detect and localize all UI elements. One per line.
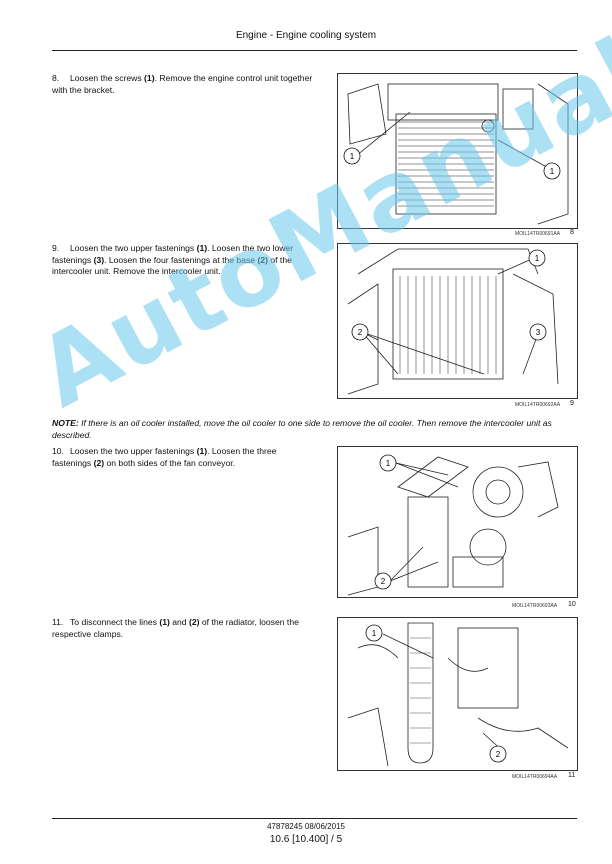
page-header-title: Engine - Engine cooling system	[235, 30, 377, 41]
figure-code: MOIL14TR00694AA	[512, 774, 558, 780]
step-number: 10.	[52, 446, 64, 456]
header-rule	[52, 50, 577, 51]
figure-10: 1 2	[337, 446, 578, 598]
step-text: Loosen the two upper fastenings	[70, 446, 197, 456]
step-9: 9. Loosen the two upper fastenings (1). L…	[52, 243, 314, 278]
figure-11: 1 2	[337, 617, 578, 771]
callout-2: 2	[496, 750, 501, 759]
callout-3: 3	[536, 328, 541, 337]
step-text: . Loosen the four fastenings at the base	[104, 254, 258, 265]
callout-2: 2	[381, 577, 386, 586]
step-ref: (1)	[159, 617, 170, 627]
figure-11-illustration: 1 2	[347, 622, 569, 767]
step-ref: (2)	[257, 254, 268, 265]
step-ref: (1)	[196, 243, 208, 253]
step-text: Loosen the two upper fastenings	[70, 243, 197, 253]
step-ref: (3)	[93, 254, 105, 265]
footer-page-number: 10.6 [10.400] / 5	[269, 834, 343, 845]
figure-number: 11	[568, 772, 576, 779]
footer-rule	[52, 818, 577, 819]
step-ref: (1)	[144, 73, 155, 83]
step-number: 8.	[52, 73, 60, 83]
figure-code: MOIL14TR00692AA	[515, 402, 561, 408]
callout-1: 1	[550, 167, 555, 176]
step-text: on both sides of the fan conveyor.	[104, 457, 235, 468]
step-text: . Loosen the three fastenings	[52, 446, 277, 468]
step-ref: (2)	[188, 617, 200, 627]
figure-8: 1 1	[337, 73, 578, 229]
callout-1: 1	[386, 459, 391, 468]
step-10: 10. Loosen the two upper fastenings (1). …	[52, 446, 314, 469]
step-text: of the radiator, loosen the respective c…	[52, 617, 299, 639]
callout-1: 1	[372, 629, 377, 638]
figure-code: MOIL14TR00691AA	[515, 231, 561, 237]
step-ref: (1)	[196, 446, 208, 456]
step-ref: (2)	[93, 457, 105, 468]
step-8: 8. Loosen the screws (1). Remove the engi…	[52, 73, 314, 96]
note-body: If there is an oil cooler installed, mov…	[52, 418, 552, 440]
step-text: and	[169, 617, 189, 627]
note-text: NOTE: If there is an oil cooler installe…	[52, 418, 577, 441]
figure-number: 8	[570, 229, 574, 236]
figure-9-illustration: 1 2 3	[347, 248, 559, 395]
callout-1: 1	[535, 254, 540, 263]
step-11: 11. To disconnect the lines (1) and (2) o…	[52, 617, 314, 640]
figure-10-illustration: 1 2	[347, 454, 559, 596]
figure-8-illustration: 1 1	[343, 83, 569, 225]
step-text: . Loosen the two lower fastenings	[52, 243, 294, 265]
step-text: of the intercooler unit. Remove the inte…	[52, 254, 292, 277]
step-text: . Remove the engine control unit togethe…	[52, 73, 313, 95]
callout-1: 1	[350, 152, 355, 161]
figure-9: 1 2 3	[337, 243, 578, 399]
step-text: To disconnect the lines	[70, 617, 160, 627]
step-number: 9.	[52, 243, 60, 253]
figure-number: 9	[570, 400, 574, 407]
step-text: Loosen the screws	[70, 73, 145, 83]
figure-code: MOIL14TR00693AA	[512, 603, 558, 609]
step-number: 11.	[52, 617, 64, 627]
figure-number: 10	[568, 601, 576, 608]
note-label: NOTE:	[52, 418, 79, 428]
callout-2: 2	[358, 328, 363, 337]
footer-doc-id: 47878245 08/06/2015	[267, 822, 345, 831]
